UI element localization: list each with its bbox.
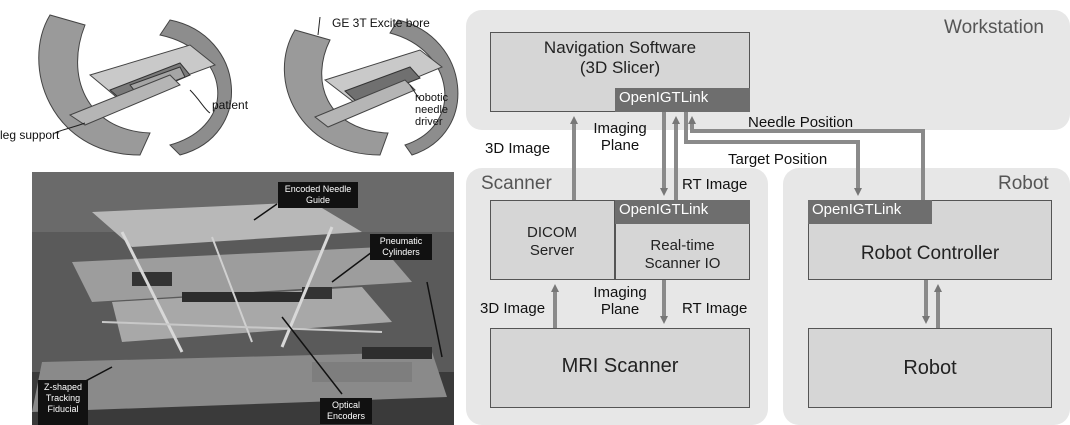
dicom-divider xyxy=(614,200,616,280)
bore-label: GE 3T Excite bore xyxy=(332,16,430,30)
robot-photo-drawing xyxy=(32,172,454,425)
nav-line-1: Navigation Software xyxy=(543,38,697,57)
openigtlink-workstation: OpenIGTLink xyxy=(615,88,750,112)
label-target-position: Target Position xyxy=(728,151,828,168)
robot-photo xyxy=(32,172,454,425)
imaging-lower-1: Imaging xyxy=(593,284,647,301)
dicom-line-1: DICOM xyxy=(527,224,577,241)
robot-box: Robot xyxy=(808,328,1052,408)
mri-scanner-box: MRI Scanner xyxy=(490,328,750,408)
navigation-software-label: Navigation Software (3D Slicer) xyxy=(491,38,749,78)
needle-driver-label: robotic needle driver xyxy=(415,92,449,128)
dicom-server-label: DICOM Server xyxy=(490,224,614,260)
pneumatic-cylinders-callout: Pneumatic Cylinders xyxy=(370,234,432,260)
encoded-needle-guide-callout: Encoded Needle Guide xyxy=(278,182,358,208)
imaging-upper-2: Plane xyxy=(600,137,640,154)
label-imaging-plane-lower: Imaging Plane xyxy=(585,284,655,318)
workstation-title: Workstation xyxy=(944,17,1044,38)
rt-line-2: Scanner IO xyxy=(644,255,721,272)
label-3d-image-lower: 3D Image xyxy=(480,300,546,317)
label-rt-image-lower: RT Image xyxy=(682,300,748,317)
label-imaging-plane-upper: Imaging Plane xyxy=(585,120,655,154)
label-rt-image-upper: RT Image xyxy=(682,176,748,193)
label-3d-image-upper: 3D Image xyxy=(485,140,551,157)
scanner-title: Scanner xyxy=(481,173,552,194)
arrow-target-position xyxy=(684,112,862,196)
patient-label: patient xyxy=(212,98,249,112)
mri-bore-illustration-right xyxy=(283,16,459,156)
openigtlink-scanner: OpenIGTLink xyxy=(615,200,750,224)
arrow-needle-position xyxy=(688,116,925,200)
mri-bore-illustration-left xyxy=(38,14,232,156)
robot-controller-label: Robot Controller xyxy=(860,243,1000,264)
robot-title: Robot xyxy=(998,173,1049,194)
nav-line-2: (3D Slicer) xyxy=(579,58,661,77)
rt-line-1: Real-time xyxy=(650,237,715,254)
dicom-line-2: Server xyxy=(529,242,575,259)
mri-scanner-label: MRI Scanner xyxy=(561,355,679,377)
label-needle-position: Needle Position xyxy=(748,114,854,131)
imaging-lower-2: Plane xyxy=(600,301,640,318)
optical-encoders-callout: Optical Encoders xyxy=(320,398,372,424)
openigtlink-robot: OpenIGTLink xyxy=(808,200,932,224)
realtime-io-label: Real-time Scanner IO xyxy=(615,237,750,273)
imaging-upper-1: Imaging xyxy=(593,120,647,137)
z-fiducial-callout: Z-shaped Tracking Fiducial xyxy=(38,380,88,425)
robot-label: Robot xyxy=(903,357,957,379)
leg-support-label: leg support xyxy=(0,128,60,142)
